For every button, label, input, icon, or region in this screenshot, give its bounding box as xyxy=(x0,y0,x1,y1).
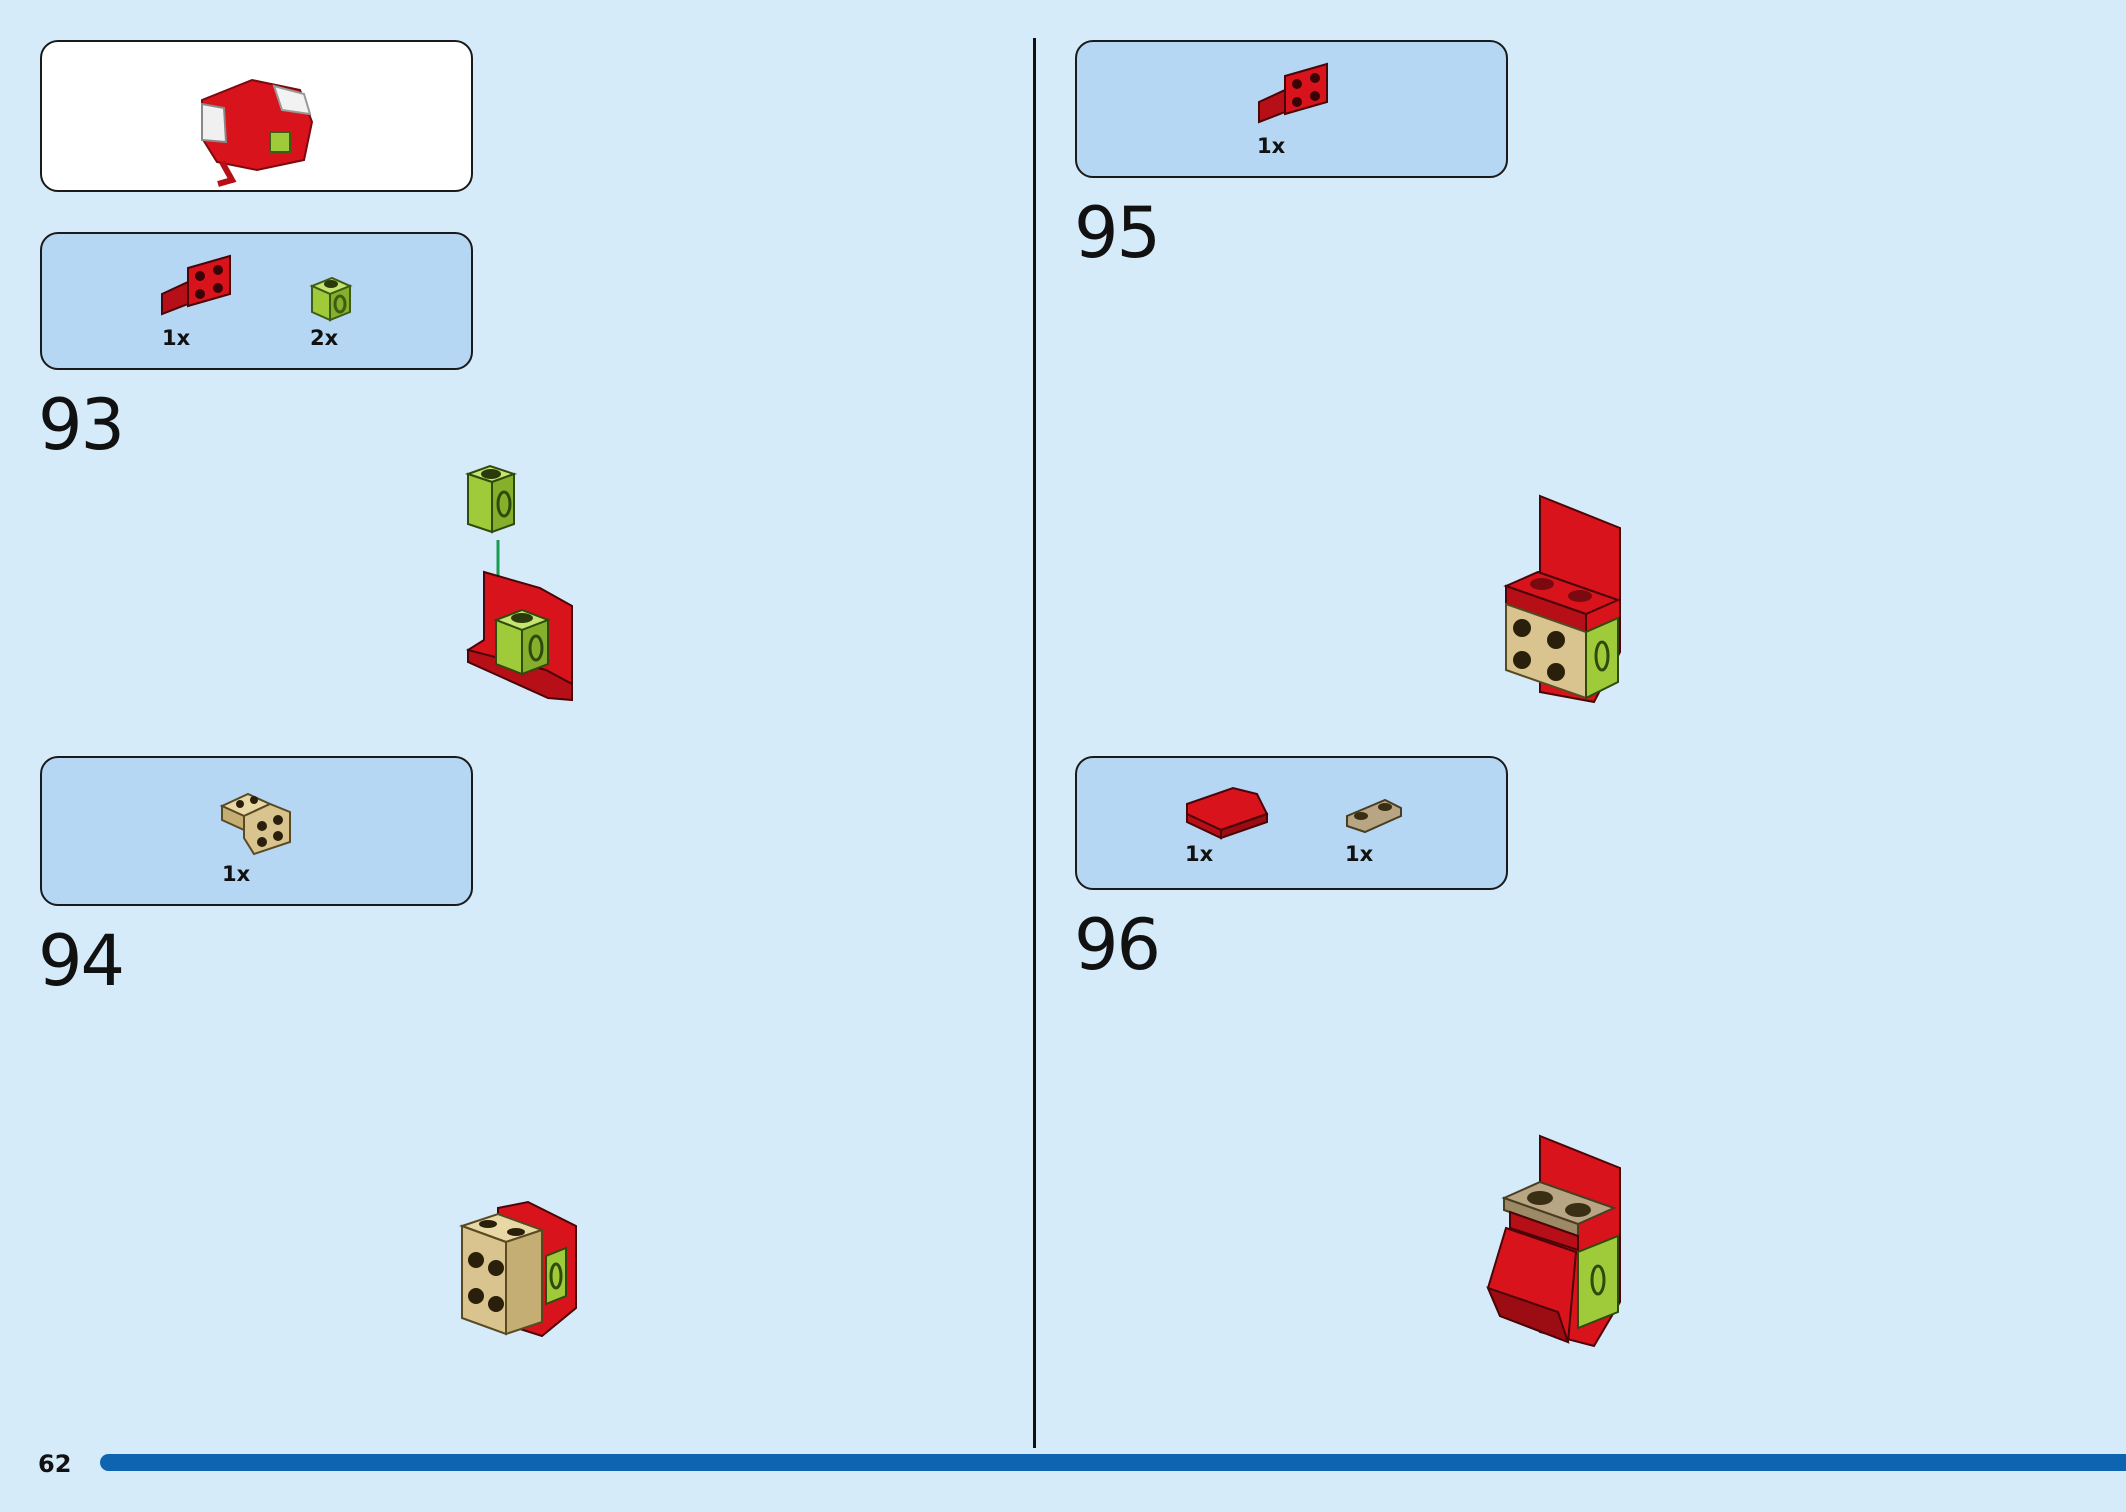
page-divider xyxy=(1033,38,1036,1448)
step-96-assembly-illustration xyxy=(1486,1134,1621,1348)
red-bracket-icon xyxy=(1258,62,1328,124)
parts-panel-step-94: 1x xyxy=(40,756,473,906)
submodel-callout xyxy=(40,40,473,192)
part-qty-label: 2x xyxy=(310,326,339,350)
progress-bar xyxy=(100,1454,2126,1471)
step-number: 95 xyxy=(1074,192,1161,274)
tan-bracket-icon xyxy=(219,792,291,856)
page-number: 62 xyxy=(38,1450,72,1478)
part-qty-label: 1x xyxy=(162,326,191,350)
lime-brick-with-hole-icon xyxy=(309,276,353,322)
parts-panel-step-96: 1x 1x xyxy=(1075,756,1508,890)
step-95-assembly-illustration xyxy=(1503,494,1621,704)
tan-plate-2x1-icon xyxy=(1346,798,1402,834)
red-slope-icon xyxy=(1186,786,1269,840)
part-qty-label: 1x xyxy=(222,862,251,886)
red-bracket-icon xyxy=(161,254,231,316)
step-94-assembly-illustration xyxy=(458,1200,577,1338)
step-number: 93 xyxy=(38,384,125,466)
step-number: 94 xyxy=(38,920,125,1002)
part-qty-label: 1x xyxy=(1185,842,1214,866)
step-93-assembly-illustration xyxy=(464,464,573,702)
part-qty-label: 1x xyxy=(1345,842,1374,866)
parts-panel-step-93: 1x 2x xyxy=(40,232,473,370)
part-qty-label: 1x xyxy=(1257,134,1286,158)
step-number: 96 xyxy=(1074,904,1161,986)
submodel-preview-icon xyxy=(201,78,314,187)
parts-panel-step-95: 1x xyxy=(1075,40,1508,178)
